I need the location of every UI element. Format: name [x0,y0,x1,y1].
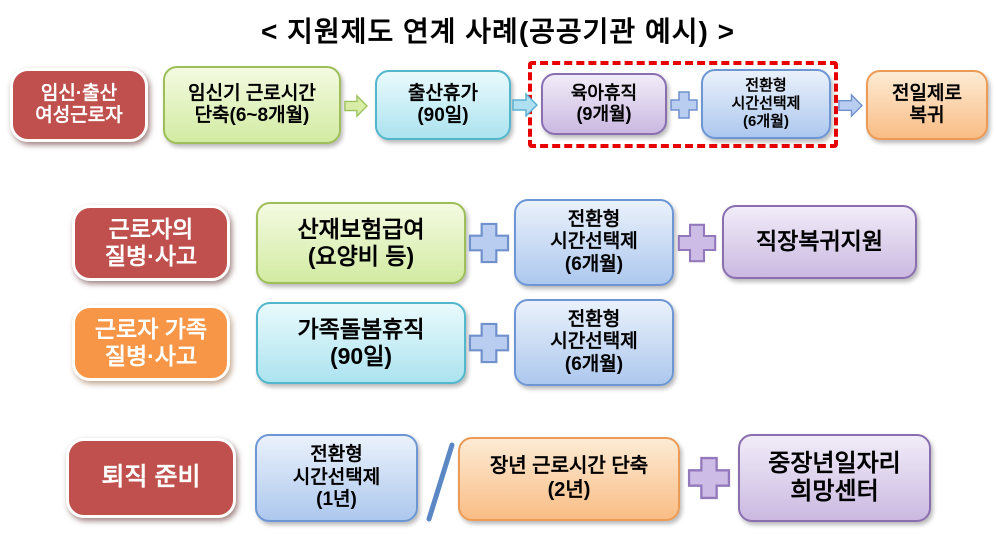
case-label-retirement-prep: 퇴직 준비 [66,438,236,518]
box-part-time-conversion-6m: 전환형 시간선택제 (6개월) [514,199,674,286]
plus-icon [468,322,510,364]
box-part-time-conversion-6m: 전환형 시간선택제 (6개월) [701,69,831,139]
plus-icon [670,91,698,119]
box-maternity-leave: 출산휴가 (90일) [375,70,511,140]
box-midlife-job-hope-center: 중장년일자리 희망센터 [738,434,931,522]
page-title: < 지원제도 연계 사례(공공기관 예시) > [261,16,735,47]
box-pregnancy-hours-reduction: 임신기 근로시간 단축(6~8개월) [163,66,341,144]
case-label-worker-illness: 근로자의 질병·사고 [72,205,230,281]
plus-icon [468,222,510,264]
arrow-right-icon [512,92,538,118]
box-workplace-return-support: 직장복귀지원 [722,205,917,279]
arrow-right-icon [838,93,863,118]
plus-icon [677,223,717,263]
case-label-family-illness: 근로자 가족 질병·사고 [72,305,230,381]
case-label-maternity: 임신·출산 여성근로자 [10,68,148,142]
plus-icon [687,456,731,500]
box-childcare-leave: 육아휴직 (9개월) [541,73,667,135]
box-part-time-conversion-6m: 전환형 시간선택제 (6개월) [514,299,674,386]
arrow-right-icon [344,94,368,118]
box-return-fulltime: 전일제로 복귀 [866,70,988,140]
box-senior-hours-reduction: 장년 근로시간 단축 (2년) [458,437,680,521]
box-industrial-accident-benefit: 산재보험급여 (요양비 등) [256,202,466,284]
slash-separator-icon [426,442,455,522]
box-part-time-conversion-1y: 전환형 시간선택제 (1년) [255,434,418,522]
box-family-care-leave: 가족돌봄휴직 (90일) [256,302,466,384]
